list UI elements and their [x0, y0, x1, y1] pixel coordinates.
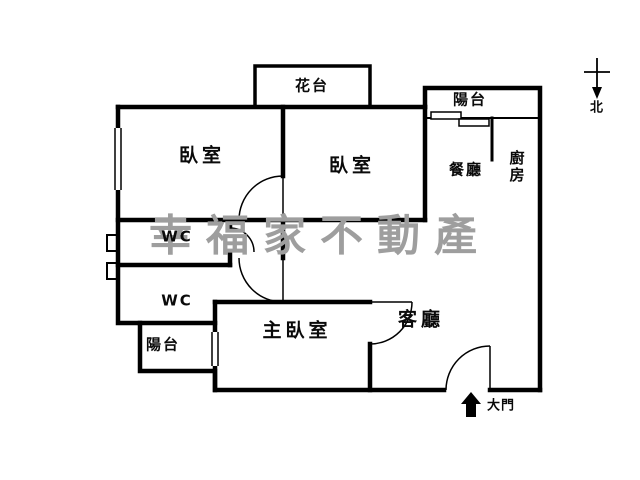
room-label-living-room: 客廳: [397, 308, 445, 331]
north-arrowhead-icon: [592, 87, 602, 99]
room-label-master-bedroom: 主臥室: [262, 319, 332, 342]
window-symbols: [106, 111, 490, 366]
door-arc-wc-swing: [229, 227, 255, 253]
door-arc-hall-swing: [238, 257, 284, 303]
door-arcs: [229, 175, 491, 391]
room-label-flower-terrace: 花台: [294, 76, 330, 95]
room-label-bedroom-middle: 臥室: [328, 154, 376, 177]
door-arc-bedroom-middle-swing: [238, 175, 284, 221]
door-arc-master-swing: [369, 301, 413, 345]
room-label-bedroom-left: 臥室: [178, 144, 226, 167]
north-label: 北: [589, 100, 605, 116]
room-label-balcony-top: 陽台: [452, 90, 488, 109]
room-label-dining: 餐廳: [448, 160, 484, 179]
interior-walls: [115, 104, 494, 393]
watermark: 幸福家不動產: [149, 211, 491, 262]
entrance-arrow-icon: [461, 392, 481, 417]
north-indicator: [584, 58, 610, 99]
door-arc-entrance-swing: [445, 345, 491, 391]
room-label-wc-upper: WC: [161, 227, 193, 246]
flower-terrace-walls: [253, 64, 372, 109]
entrance-label: 大門: [486, 398, 516, 414]
room-label-wc-lower: WC: [161, 291, 193, 310]
room-label-kitchen: 廚房: [507, 150, 526, 184]
room-label-balcony-bottom: 陽台: [145, 335, 181, 354]
